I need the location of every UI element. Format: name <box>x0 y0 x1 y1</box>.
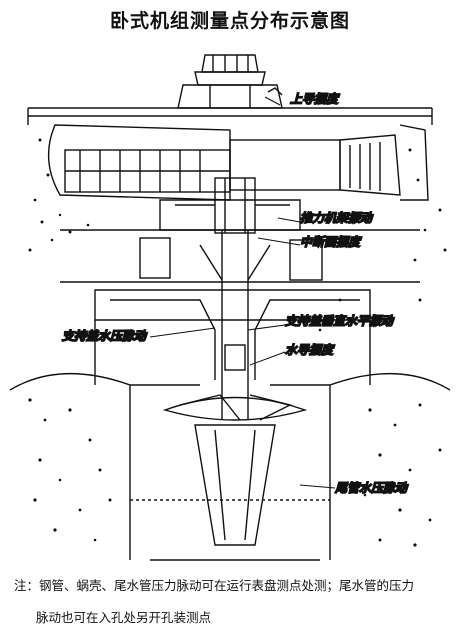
generator-housing <box>47 124 429 201</box>
top-structure <box>177 54 283 109</box>
concrete-fill <box>28 138 447 547</box>
label-support-cover-vertical-vib: 支持盖垂直水平振动 <box>285 314 395 328</box>
diagram-title: 卧式机组测量点分布示意图 <box>109 10 350 32</box>
footnote: 注：钢管、蜗壳、尾水管压力脉动可在运行表盘测点处测；尾水管的压力 脉动也可在入孔… <box>14 570 450 634</box>
draft-tube <box>130 499 330 561</box>
main-shaft <box>199 230 271 420</box>
thrust-frame <box>60 177 420 283</box>
leader-lines <box>149 96 336 489</box>
label-draft-tube-pressure: 尾管水压脉动 <box>334 481 409 495</box>
label-thrust-frame-vib: 推力机架振动 <box>300 211 374 225</box>
footnote-line-1: 注：钢管、蜗壳、尾水管压力脉动可在运行表盘测点处测；尾水管的压力 <box>14 578 415 593</box>
label-upper-guide: 上导摆度 <box>290 92 340 106</box>
floor-slab <box>27 107 433 125</box>
runner <box>162 394 308 546</box>
footnote-line-2: 脉动也可在入孔处另开孔装测点 <box>36 610 212 625</box>
label-mid-section-swing: 中断面摆度 <box>300 235 362 249</box>
support-cover <box>94 289 371 385</box>
casing-walls <box>9 373 451 560</box>
label-water-guide-swing: 水导摆度 <box>285 343 335 357</box>
label-support-cover-pressure: 支持盖水压脉动 <box>62 329 148 343</box>
